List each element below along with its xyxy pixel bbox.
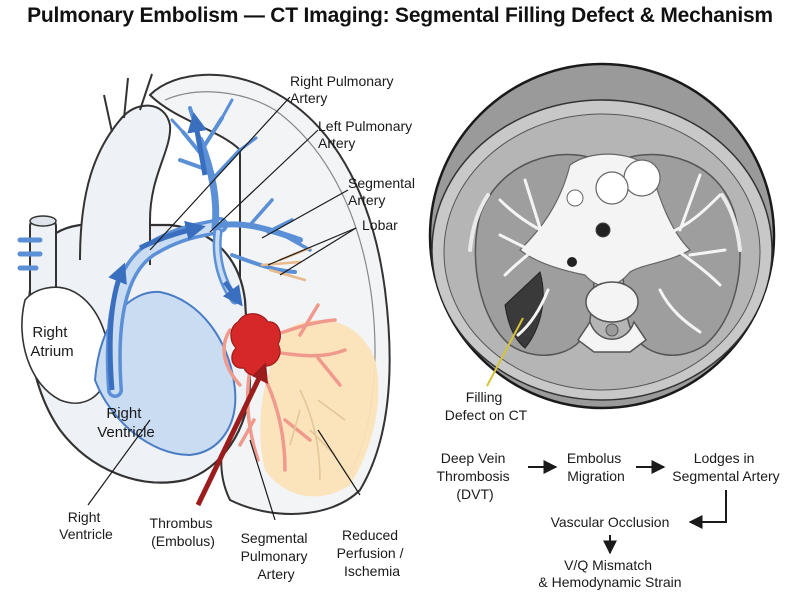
- label-reduced-perfusion: Reduced Perfusion / Ischemia: [337, 527, 408, 579]
- label-lobar: Lobar: [362, 217, 398, 233]
- ct-filling-defect: [504, 271, 544, 349]
- page-title: Pulmonary Embolism — CT Imaging: Segment…: [27, 4, 773, 27]
- label-segmental-pulmonary-artery: Segmental Pulmonary Artery: [241, 530, 312, 582]
- ct-ribs: [468, 193, 742, 252]
- leader-lines-left: [87, 96, 361, 521]
- flow-node-migration: Embolus Migration: [567, 450, 625, 484]
- ischemia-vessels: [289, 389, 346, 481]
- ct-airway-2: [567, 257, 577, 267]
- label-right-pulmonary-artery: Right Pulmonary Artery: [290, 73, 397, 106]
- right-ventricle-chamber: [93, 290, 237, 457]
- ct-spine: [576, 281, 648, 353]
- flow-node-mismatch: V/Q Mismatch & Hemodynamic Strain: [538, 557, 681, 590]
- label-right-ventricle-outer: Right Ventricle: [59, 509, 113, 542]
- mechanism-flowchart: Deep Vein Thrombosis (DVT) Embolus Migra…: [436, 450, 779, 590]
- flow-node-lodges: Lodges in Segmental Artery: [672, 450, 779, 484]
- thrombus-arrow: [195, 362, 268, 507]
- aorta: [79, 104, 172, 265]
- ischemic-zone: [260, 320, 379, 497]
- ct-vessel-small: [566, 189, 584, 207]
- ct-airway: [595, 222, 611, 238]
- ct-aorta-lumen: [623, 159, 661, 197]
- flow-arrows: [107, 112, 243, 391]
- label-filling-defect: Filling Defect on CT: [445, 389, 528, 423]
- heart-lung-illustration: [17, 73, 391, 521]
- label-segmental-artery: Segmental Artery: [348, 175, 419, 208]
- ct-axial-slice: [428, 62, 776, 410]
- label-left-pulmonary-artery: Left Pulmonary Artery: [318, 118, 416, 151]
- svc-opening: [29, 215, 57, 227]
- label-right-atrium: Right Atrium: [30, 324, 73, 360]
- aorta-branch-1: [103, 73, 153, 133]
- ct-lung-vessels: [498, 173, 727, 337]
- ct-pulmonary-trunk: [595, 171, 629, 205]
- label-thrombus: Thrombus (Embolus): [150, 515, 217, 549]
- flow-node-occlusion: Vascular Occlusion: [551, 514, 670, 530]
- flow-arrow-3: [688, 490, 727, 529]
- ct-defect-leader: [486, 317, 524, 387]
- label-right-ventricle-inner: Right Ventricle: [97, 405, 155, 441]
- flow-node-dvt: Deep Vein Thrombosis (DVT): [436, 450, 513, 502]
